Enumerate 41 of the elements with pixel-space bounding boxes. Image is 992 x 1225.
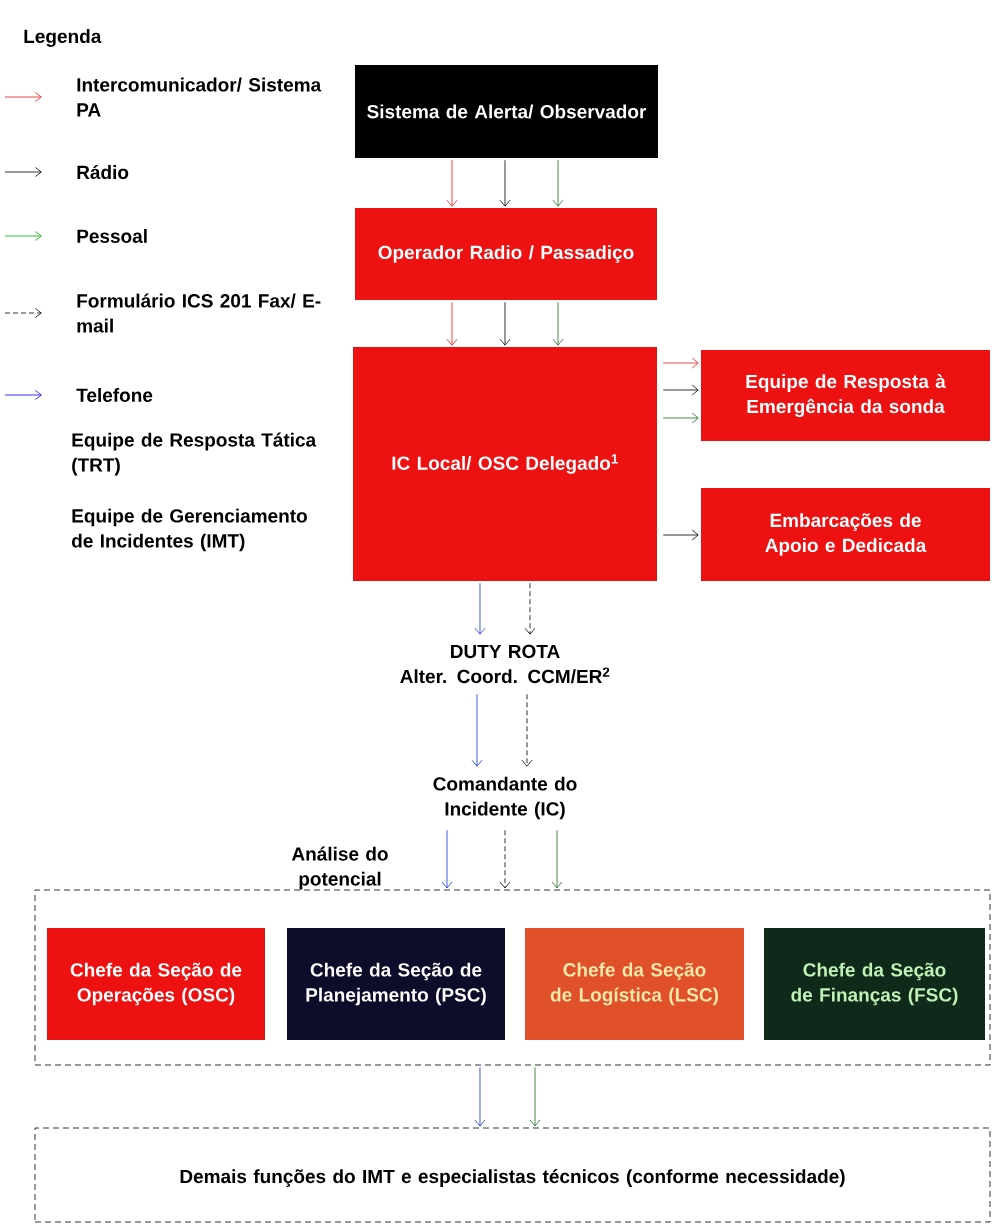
- process-box: Chefe da Seção de Planejamento (PSC): [287, 928, 505, 1040]
- arrow: [446, 301, 458, 346]
- process-box: Sistema de Alerta/ Observador: [355, 65, 658, 158]
- arrow: [529, 1067, 541, 1127]
- note-text: Análise do potencial: [291, 846, 388, 890]
- dashed-group-box: [34, 889, 991, 1066]
- legend-title: Legenda: [24, 29, 102, 47]
- arrow: [499, 159, 511, 207]
- arrow: [552, 301, 564, 346]
- process-box: IC Local/ OSC Delegado$^{1}$: [353, 347, 657, 581]
- arrow: [552, 159, 564, 207]
- process-box: Chefe da Seção de Operações (OSC): [47, 928, 265, 1040]
- arrow: [499, 829, 511, 889]
- arrow: [521, 693, 533, 767]
- legend-text: Pessoal: [77, 229, 147, 243]
- legend-text: Equipe de Gerenciamento de Incidentes (IMT): [72, 508, 307, 552]
- arrow: [662, 357, 699, 369]
- arrow: [471, 693, 483, 767]
- arrow: [441, 829, 453, 889]
- arrow: [662, 412, 699, 424]
- arrow: [474, 1067, 486, 1127]
- process-box: Equipe de Resposta à Emergência da sonda: [701, 350, 990, 441]
- legend-text: Rádio: [77, 164, 129, 180]
- legend-text: Formulário ICS 201 Fax/ E-mail: [77, 293, 321, 333]
- arrow: [551, 829, 563, 889]
- node-text: Comandante do Incidente (IC): [433, 776, 577, 820]
- legend-text: Intercomunicador/ Sistema PA: [77, 77, 322, 117]
- process-box: Chefe da Seção de Finanças (FSC): [764, 928, 985, 1040]
- arrow: [474, 582, 486, 635]
- dashed-box: Demais funções do IMT e especialistas técnicos (conforme necessidade): [34, 1127, 991, 1223]
- legend-text: Equipe de Resposta Tática (TRT): [72, 432, 317, 476]
- process-box: Embarcações de Apoio e Dedicada: [701, 488, 990, 581]
- process-box: Chefe da Seção de Logística (LSC): [525, 928, 744, 1040]
- node-text: DUTY ROTA Alter. Coord. CCM/ER$^{2}$: [400, 644, 610, 684]
- arrow: [446, 159, 458, 207]
- arrow: [662, 384, 699, 396]
- arrow: [499, 301, 511, 346]
- legend-text: Telefone: [76, 388, 153, 402]
- arrow: [662, 529, 699, 541]
- arrow: [524, 582, 536, 635]
- process-box: Operador Radio / Passadiço: [355, 208, 657, 300]
